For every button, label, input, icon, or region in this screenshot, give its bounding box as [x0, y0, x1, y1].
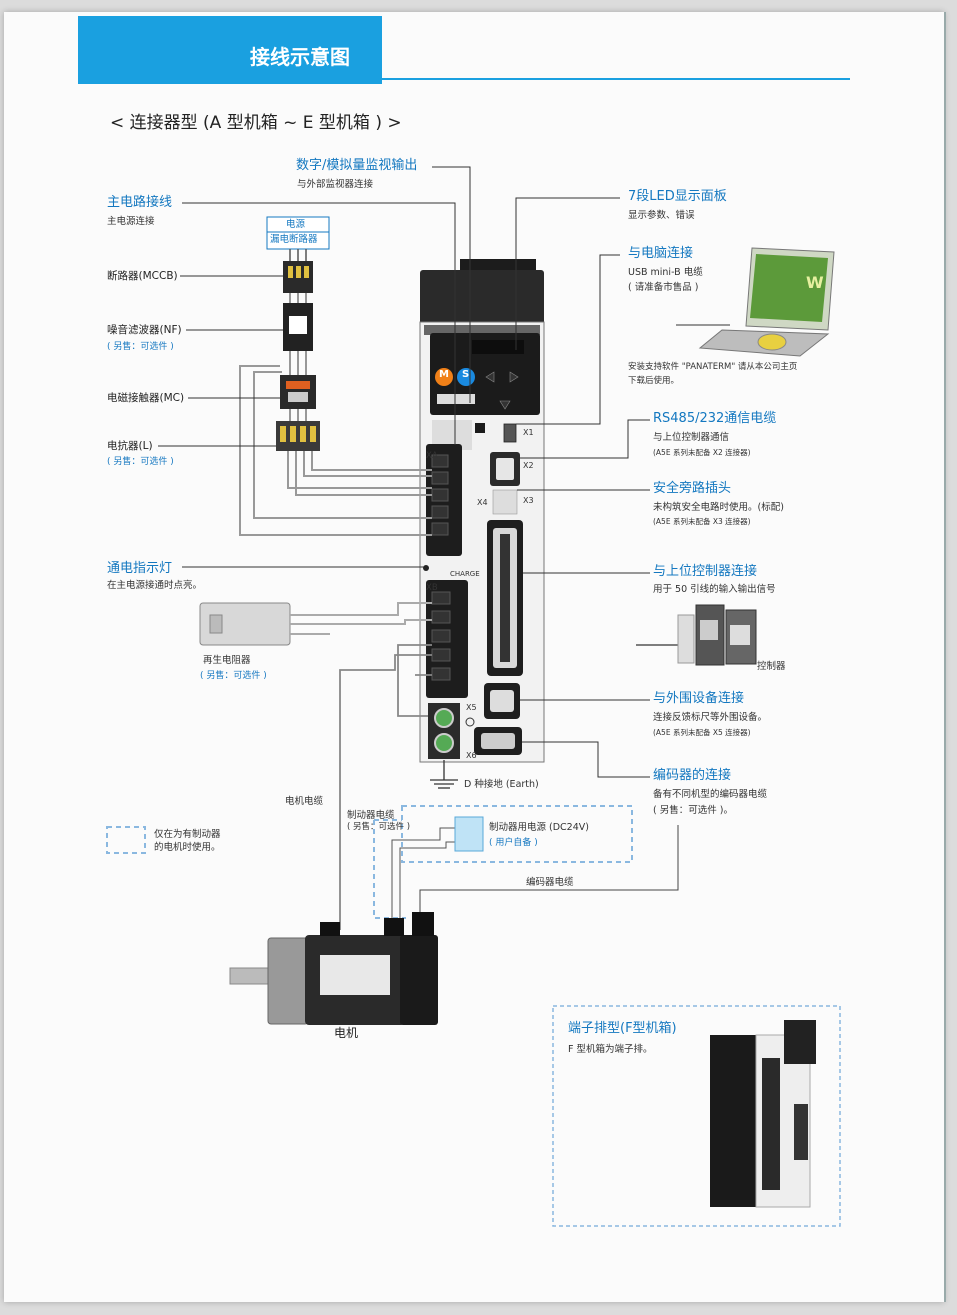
power-box-label-2: 漏电断路器 [270, 234, 318, 245]
nf-note: ( 另售：可选件 ) [107, 342, 174, 352]
main-circuit-title: 主电路接线 [107, 195, 173, 210]
encoder-note-2: ( 另售：可选件 )。 [653, 805, 733, 816]
x1-usb-port [503, 423, 517, 443]
charge-lamp [423, 565, 429, 571]
pc-software-2: 下载后使用。 [628, 376, 680, 386]
encoder-cable-wire [419, 825, 679, 930]
motor-cable-wire [339, 644, 432, 930]
x3-label: X3 [523, 496, 534, 505]
mode-button-label: M [439, 369, 449, 380]
leader-lines [158, 166, 730, 778]
x6-label: X6 [466, 751, 477, 760]
servo-driver [419, 259, 545, 763]
brake-cable-label: 制动器电缆 [347, 810, 395, 821]
encoder-title: 编码器的连接 [653, 768, 732, 783]
regen-resistor [199, 602, 432, 646]
brake-legend-2: 的电机时使用。 [154, 842, 221, 853]
controller-image [636, 604, 757, 666]
terminal-note: F 型机箱为端子排。 [568, 1044, 653, 1055]
brake-cable-note: ( 另售：可选件 ) [347, 822, 411, 832]
reactor-label: 电抗器(L) [107, 440, 153, 452]
brake-legend-1: 仅在为有制动器 [154, 829, 221, 840]
safety-note: 未构筑安全电路时使用。(标配) [653, 502, 784, 513]
x1-label: X1 [523, 428, 534, 437]
rs485-note: 与上位控制器通信 [653, 432, 730, 443]
charge-title: 通电指示灯 [107, 561, 173, 576]
charge-note: 在主电源接通时点亮。 [107, 580, 203, 591]
power-box-label-1: 电源 [286, 219, 306, 230]
regen-label: 再生电阻器 [203, 655, 251, 666]
header-banner [78, 16, 382, 84]
brake-wires [391, 827, 455, 930]
led-note: 显示参数、错误 [628, 210, 695, 221]
set-button-label: S [462, 369, 470, 380]
right-arrow-icon [509, 371, 519, 383]
brake-power-note: ( 用户自备 ) [489, 838, 538, 848]
down-arrow-icon [499, 400, 511, 410]
terminal-block-box [552, 1005, 841, 1227]
pc-note-2: ( 请准备市售品 ) [628, 282, 699, 293]
monitor-title: 数字/模拟量监视输出 [296, 158, 418, 173]
safety-sub: (A5E 系列未配备 X3 连接器) [653, 517, 751, 526]
motor-label: 电机 [334, 1026, 359, 1040]
pc-software-1: 安装支持软件 "PANATERM" 请从本公司主页 [628, 362, 798, 372]
reactor-note: ( 另售：可选件 ) [107, 457, 174, 467]
encoder-cable-label: 编码器电缆 [526, 877, 574, 888]
safety-title: 安全旁路插头 [653, 481, 732, 496]
brake-power-unit [454, 816, 484, 852]
x5-label: X5 [466, 703, 477, 712]
page-title: 接线示意图 [250, 45, 350, 69]
host-note: 用于 50 引线的输入输出信号 [653, 584, 776, 595]
brake-power-label: 制动器用电源 (DC24V) [489, 822, 589, 833]
pc-title: 与电脑连接 [628, 246, 694, 261]
page-subtitle: < 连接器型 (A 型机箱 ~ E 型机箱 ) > [110, 113, 402, 133]
charge-label: CHARGE [450, 570, 480, 578]
pc-note-1: USB mini-B 电缆 [628, 267, 703, 278]
motor-cable-label: 电机电缆 [285, 796, 324, 807]
rs485-sub: (A5E 系列未配备 X2 连接器) [653, 448, 751, 457]
mccb-label: 断路器(MCCB) [107, 270, 178, 282]
regen-note: ( 另售：可选件 ) [200, 671, 267, 681]
laptop-image [698, 247, 835, 357]
earth-label: D 种接地 (Earth) [464, 779, 539, 790]
xa-label: XA [426, 451, 438, 461]
laptop-logo: W [806, 273, 824, 292]
power-wires [239, 365, 432, 536]
periph-sub: (A5E 系列未配备 X5 连接器) [653, 728, 751, 737]
led-title: 7段LED显示面板 [628, 189, 727, 204]
left-arrow-icon [485, 371, 495, 383]
periph-title: 与外围设备连接 [653, 691, 745, 706]
periph-note: 连接反馈标尺等外围设备。 [653, 712, 768, 723]
power-devices [266, 216, 330, 451]
x2-label: X2 [523, 461, 534, 470]
mc-label: 电磁接触器(MC) [107, 392, 185, 404]
host-title: 与上位控制器连接 [653, 564, 758, 579]
nf-label: 噪音滤波器(NF) [107, 324, 182, 336]
motor-image [229, 912, 438, 1025]
monitor-note: 与外部监视器连接 [297, 179, 374, 190]
header-rule [382, 78, 850, 80]
x3-port [492, 489, 518, 515]
encoder-note-1: 备有不同机型的编码器电缆 [653, 789, 768, 800]
terminal-title: 端子排型(F型机箱) [568, 1021, 677, 1036]
xb-label: XB [426, 583, 438, 593]
mode-button [435, 368, 453, 386]
main-circuit-note: 主电源连接 [107, 216, 155, 227]
rs485-title: RS485/232通信电缆 [653, 411, 777, 426]
x4-label: X4 [477, 498, 488, 507]
ground-icon [430, 760, 458, 789]
controller-label: 控制器 [757, 661, 786, 672]
